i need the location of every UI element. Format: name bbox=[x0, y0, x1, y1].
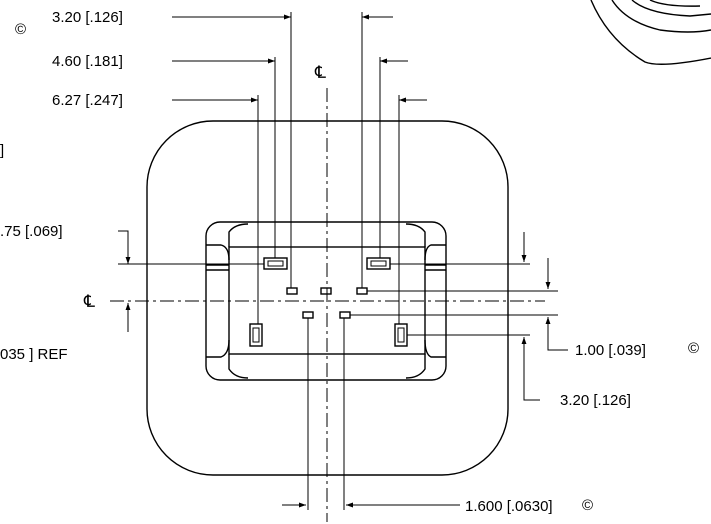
dim-text-5: 035 ] REF bbox=[0, 346, 68, 363]
dim-text-2: 4.60 [.181] bbox=[52, 53, 123, 70]
circled-c-bottom: © bbox=[582, 497, 593, 514]
dim-text-7: 3.20 [.126] bbox=[560, 392, 631, 409]
dim-text-3: 6.27 [.247] bbox=[52, 92, 123, 109]
dim-text-1: 3.20 [.126] bbox=[52, 9, 123, 26]
frame-corners bbox=[206, 223, 446, 379]
bracket-left: ] bbox=[0, 142, 4, 159]
terminals-large bbox=[249, 257, 408, 347]
circled-c-top: © bbox=[15, 21, 26, 38]
dim-leaders-left bbox=[118, 230, 131, 332]
dim-text-6: 1.00 [.039] bbox=[575, 342, 646, 359]
dim-text-4: .75 [.069] bbox=[0, 223, 63, 240]
extension-lines-vertical bbox=[257, 12, 400, 510]
circled-c-right: © bbox=[688, 340, 699, 357]
iso-view-fragment bbox=[590, 0, 711, 65]
dim-leaders-top bbox=[172, 14, 427, 103]
centerline-label-top: ℄ bbox=[314, 63, 326, 82]
dim-leaders-right bbox=[521, 232, 568, 401]
extension-lines-horizontal bbox=[118, 263, 558, 336]
centerline-label-left: ℄ bbox=[83, 292, 95, 311]
dim-text-8: 1.600 [.0630] bbox=[465, 498, 553, 515]
